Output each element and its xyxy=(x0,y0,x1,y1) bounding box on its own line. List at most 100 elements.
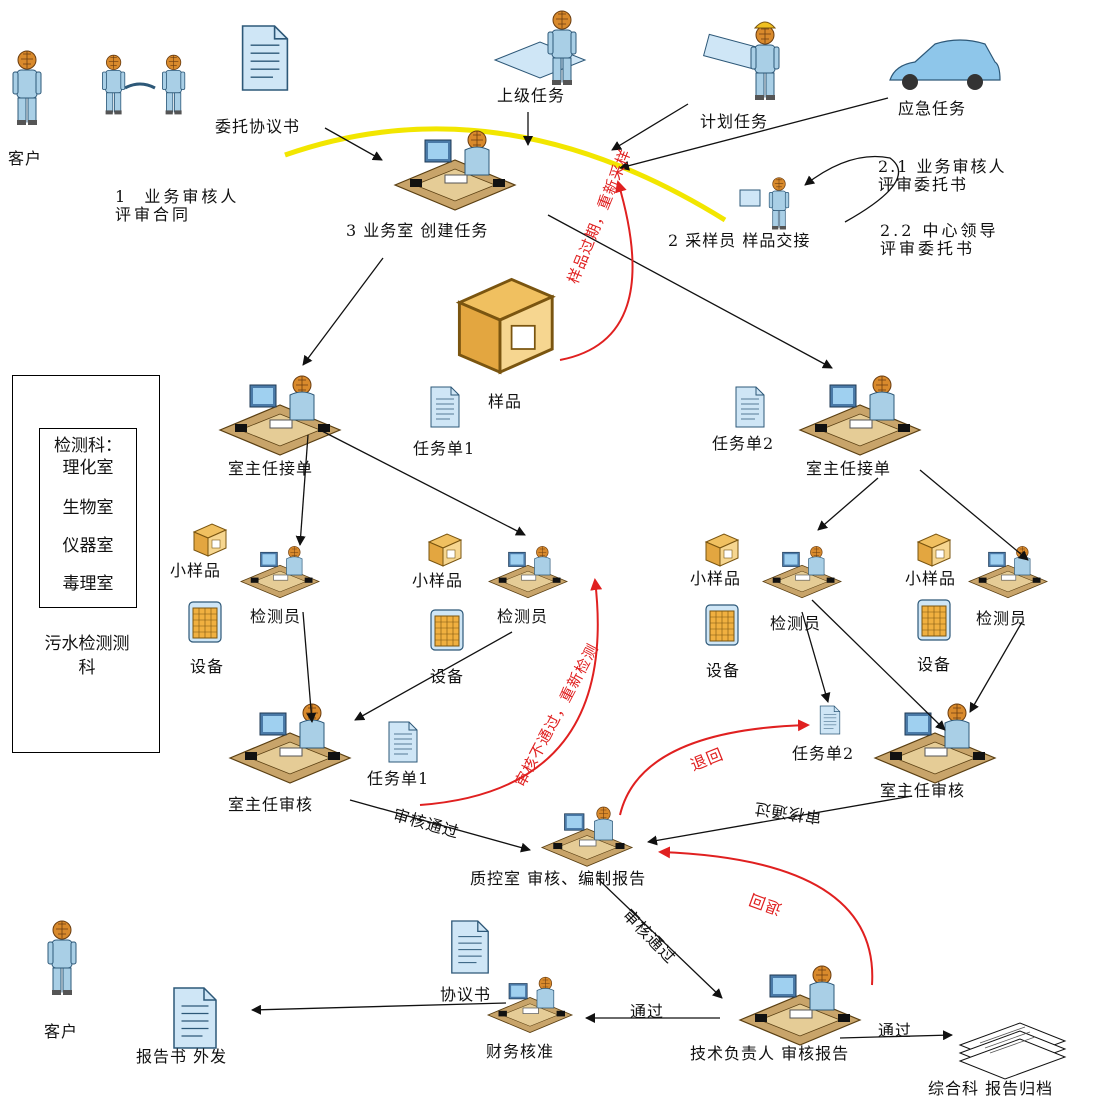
tech-review-label: 技术负责人 审核报告 xyxy=(690,1044,850,1063)
inspector-2-label: 检测员 xyxy=(497,607,549,626)
inspector-desk-2-icon xyxy=(488,546,568,599)
customer-top-icon xyxy=(12,50,42,126)
director-review-right-desk-icon xyxy=(874,703,996,784)
customer-bottom-icon xyxy=(47,920,77,996)
arrow-review-qc xyxy=(349,799,531,853)
legend-item: 仪器室 xyxy=(62,536,114,556)
inspector-desk-4-icon xyxy=(968,546,1048,599)
finance-desk-icon xyxy=(487,976,573,1033)
small-box-2-icon xyxy=(428,533,462,567)
inspector-3-label: 检测员 xyxy=(770,614,822,633)
small-sample-4-label: 小样品 xyxy=(905,569,957,588)
report-doc-icon xyxy=(173,987,217,1049)
inspector-4-label: 检测员 xyxy=(976,609,1028,628)
director-review-right-label: 室主任审核 xyxy=(880,781,966,800)
arrow-r-insp4 xyxy=(919,469,1029,561)
equipment-2-icon xyxy=(430,609,464,651)
arrow-insp3-doc xyxy=(801,611,831,703)
task-doc-3-icon xyxy=(388,721,418,763)
legend-item: 检测科： 理化室 xyxy=(54,436,122,478)
director-receive-left-label: 室主任接单 xyxy=(228,459,314,478)
arrow-review-loop xyxy=(804,155,900,223)
arrow-insp3-review xyxy=(811,599,946,731)
red-arrow-return-1 xyxy=(619,719,810,816)
legend-item: 毒理室 xyxy=(62,574,114,594)
red-arrow-retest xyxy=(419,578,603,806)
director-right-desk-icon xyxy=(799,375,921,456)
entrust-agreement-label: 委托协议书 xyxy=(215,117,301,136)
arrow-insp4-review xyxy=(969,621,1023,713)
sample-box-icon xyxy=(457,277,554,374)
task-doc-2-icon xyxy=(735,386,765,428)
review-contract-label: 1 业务审核人 评审合同 xyxy=(115,187,240,225)
tech-desk-icon xyxy=(739,965,861,1046)
planning-desk-icon xyxy=(493,10,587,86)
arrow-insp2-review xyxy=(354,631,513,721)
sampler-handover-label: 2 采样员 样品交接 xyxy=(668,231,811,250)
inspector-desk-3-icon xyxy=(762,546,842,599)
pass-left-label: 通过 xyxy=(630,1002,665,1021)
director-review-left-desk-icon xyxy=(229,703,351,784)
arrow-r-insp3 xyxy=(817,477,879,531)
legend-list: 检测科： 理化室 生物室 仪器室 毒理室 xyxy=(39,428,137,608)
create-task-label: 3 业务室 创建任务 xyxy=(346,221,489,240)
equipment-2-label: 设备 xyxy=(430,667,465,686)
equipment-3-label: 设备 xyxy=(706,661,741,680)
director-left-desk-icon xyxy=(219,375,341,456)
arrow-right-review-qc xyxy=(647,795,913,846)
engineer-icon xyxy=(702,21,780,101)
create-task-desk-icon xyxy=(394,130,516,211)
planned-task-label: 计划任务 xyxy=(700,112,769,131)
arrow-finance-report xyxy=(251,1002,507,1015)
customer-bottom-label: 客户 xyxy=(44,1022,79,1041)
small-box-3-icon xyxy=(705,533,739,567)
pass-right-label: 通过 xyxy=(878,1021,913,1040)
review-entrust-2-label: 2.2 中心领导 评审委托书 xyxy=(880,221,999,259)
director-review-left-label: 室主任审核 xyxy=(228,795,314,814)
review-entrust-1-label: 2.1 业务审核人 评审委托书 xyxy=(878,157,1007,195)
finance-approve-label: 财务核准 xyxy=(486,1042,555,1061)
small-box-1-icon xyxy=(193,523,227,557)
qc-desk-icon xyxy=(541,806,633,867)
equipment-1-icon xyxy=(188,601,222,643)
inspector-1-label: 检测员 xyxy=(250,607,302,626)
task-doc-4-icon xyxy=(819,705,841,735)
arrow-insp1-review xyxy=(302,611,317,723)
qc-review-label: 质控室 审核、编制报告 xyxy=(470,869,647,888)
document-icon xyxy=(241,25,289,91)
arrow-entrust xyxy=(324,127,383,161)
arrow-to-right-director xyxy=(547,214,833,369)
sample-label: 样品 xyxy=(488,392,523,411)
arrow-planned xyxy=(611,103,689,151)
inspector-desk-1-icon xyxy=(240,546,320,599)
car-icon xyxy=(889,39,1001,90)
archive-label: 综合科 报告归档 xyxy=(928,1079,1054,1098)
arrow-qc-tech xyxy=(596,877,723,999)
legend-item: 生物室 xyxy=(62,498,114,518)
task-order2-top-label: 任务单2 xyxy=(712,434,775,453)
red-arrow-resample xyxy=(559,180,634,361)
red-arrow-return-2 xyxy=(658,846,874,986)
arrow-l-insp1 xyxy=(295,434,309,546)
agreement-label: 协议书 xyxy=(440,985,492,1004)
task-order1-bottom-label: 任务单1 xyxy=(367,769,430,788)
arrow-tech-archive xyxy=(839,1030,953,1041)
arrow-emergency xyxy=(619,97,889,171)
director-receive-right-label: 室主任接单 xyxy=(806,459,892,478)
arrow-to-left-director xyxy=(302,257,384,366)
task-order1-top-label: 任务单1 xyxy=(413,439,476,458)
equipment-4-icon xyxy=(917,599,951,641)
agreement-doc-icon xyxy=(451,920,489,974)
small-sample-3-label: 小样品 xyxy=(690,569,742,588)
equipment-4-label: 设备 xyxy=(917,655,952,674)
emergency-task-label: 应急任务 xyxy=(898,99,967,118)
task-doc-1-icon xyxy=(430,386,460,428)
task-order2-bottom-label: 任务单2 xyxy=(792,744,855,763)
arrow-l-insp2 xyxy=(319,429,526,536)
small-sample-2-label: 小样品 xyxy=(412,571,464,590)
equipment-3-icon xyxy=(705,604,739,646)
report-dispatch-label: 报告书 外发 xyxy=(136,1047,228,1066)
archive-docs-icon xyxy=(958,1022,1067,1080)
